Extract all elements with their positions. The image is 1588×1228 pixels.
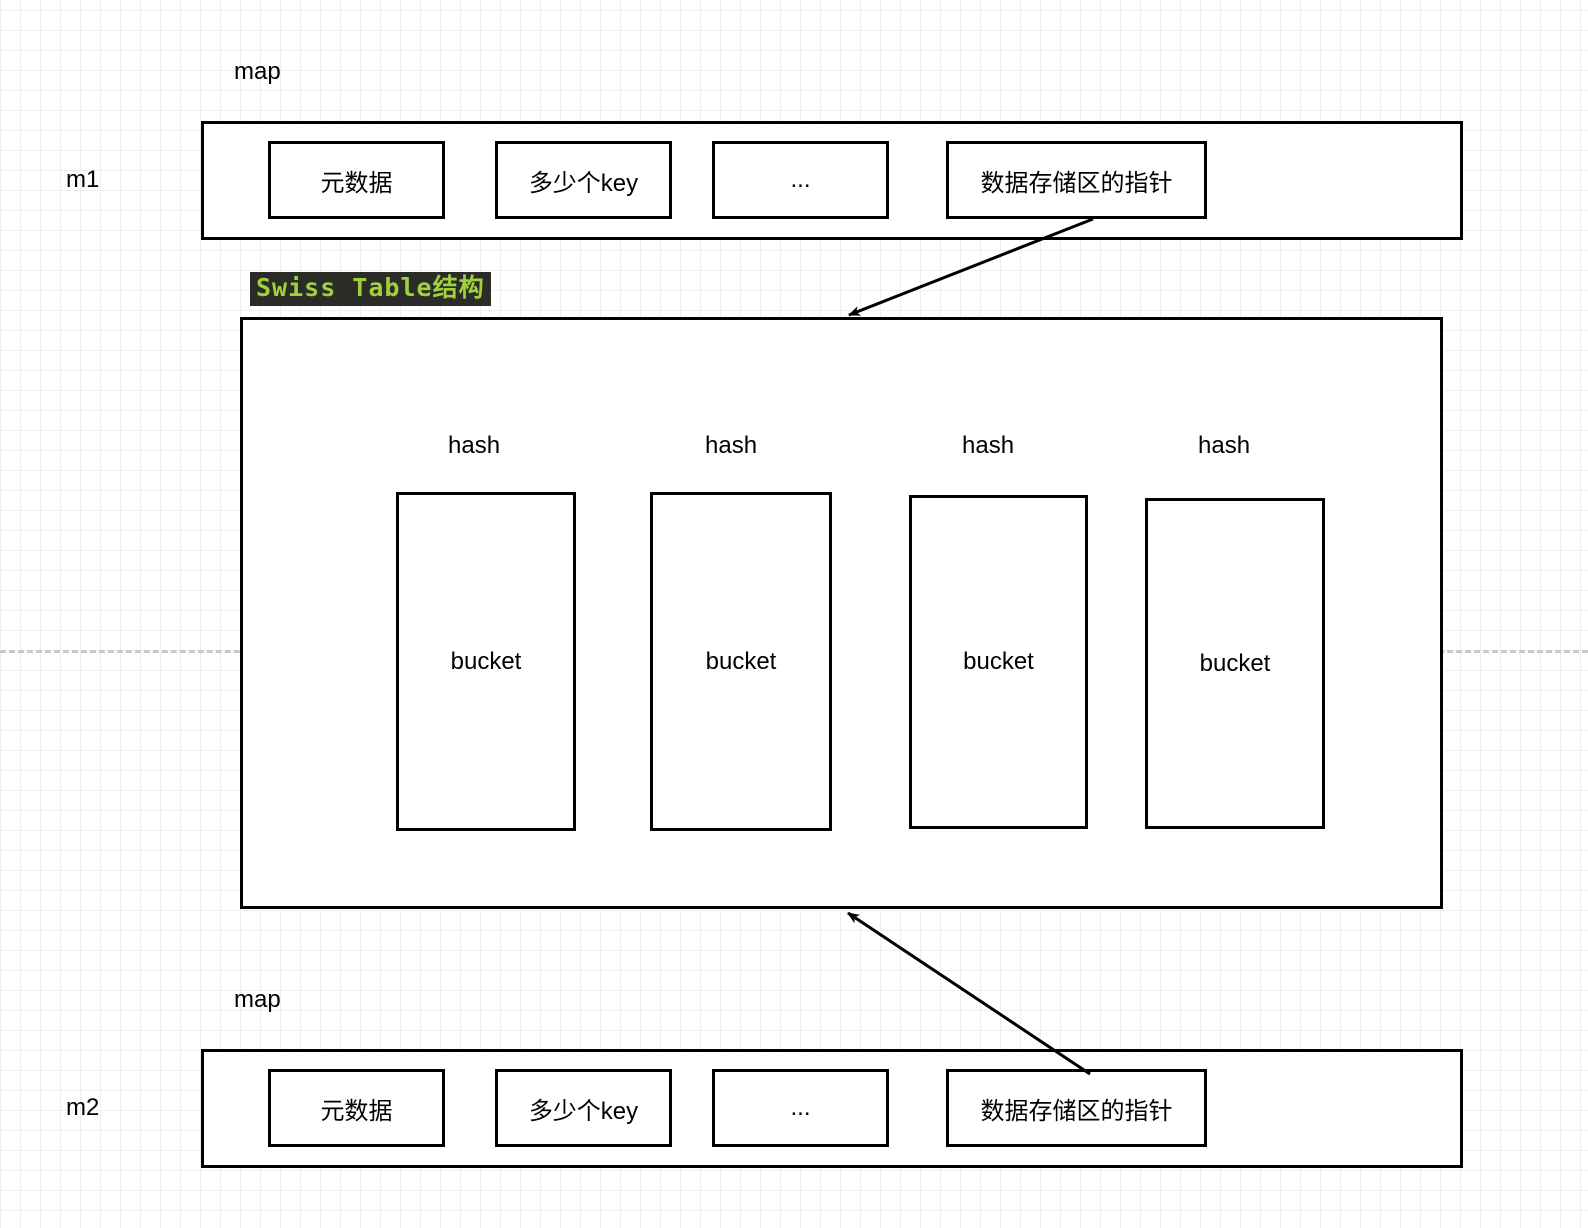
m2-side-label: m2 [66,1094,100,1121]
m1-field-data-pointer[interactable]: 数据存储区的指针 [946,141,1207,219]
m1-field-key-count[interactable]: 多少个key [495,141,672,219]
hash-label-4: hash [1198,432,1251,459]
m2-field-key-count[interactable]: 多少个key [495,1069,672,1147]
hash-label-1: hash [448,432,501,459]
m2-field-ellipsis[interactable]: ... [712,1069,889,1147]
m2-map-container[interactable] [201,1049,1463,1168]
bucket-box-1[interactable]: bucket [396,492,576,831]
m2-map-caption: map [234,986,281,1013]
bucket-box-4[interactable]: bucket [1145,498,1325,829]
m1-field-ellipsis[interactable]: ... [712,141,889,219]
hash-label-2: hash [705,432,758,459]
bucket-box-3[interactable]: bucket [909,495,1088,829]
hash-label-3: hash [962,432,1015,459]
m1-field-metadata[interactable]: 元数据 [268,141,445,219]
swiss-table-tag: Swiss Table结构 [250,272,491,307]
m1-map-caption: map [234,58,281,85]
m2-field-data-pointer[interactable]: 数据存储区的指针 [946,1069,1207,1147]
m1-side-label: m1 [66,166,100,193]
m2-field-metadata[interactable]: 元数据 [268,1069,445,1147]
bucket-box-2[interactable]: bucket [650,492,832,831]
